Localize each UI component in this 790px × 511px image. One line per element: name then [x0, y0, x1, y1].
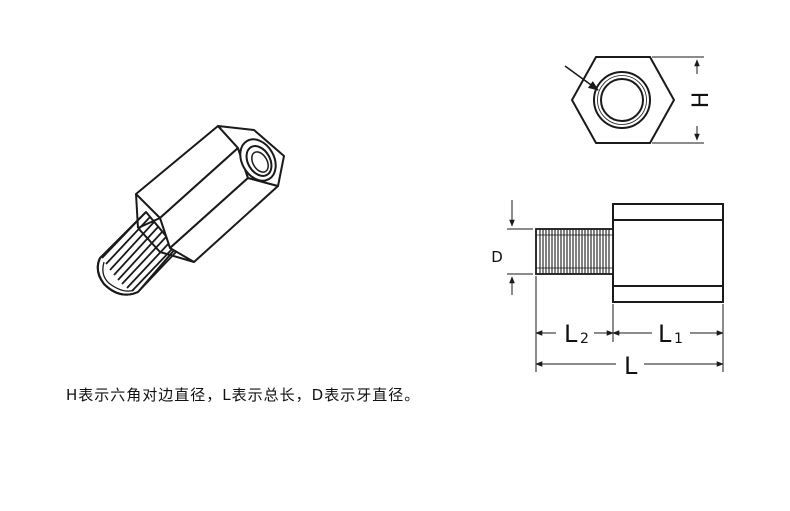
hex-thread-leader	[564, 65, 599, 91]
hex-hole-inner	[600, 78, 644, 122]
side-hex-body	[612, 203, 724, 303]
l1-label: L 1	[658, 320, 683, 348]
d-dimension	[507, 200, 533, 295]
hex-outline	[570, 56, 676, 144]
isometric-standoff-view	[96, 125, 285, 296]
h-dimension	[652, 56, 704, 144]
l1-label-main: L	[658, 320, 672, 348]
l2-label-main: L	[564, 320, 578, 348]
caption-text: H表示六角对边直径，L表示总长，D表示牙直径。	[66, 386, 421, 404]
hex-hole-outer	[593, 71, 651, 129]
l2-label-sub: 2	[580, 331, 589, 347]
l1-label-sub: 1	[674, 331, 683, 347]
d-label: D	[491, 248, 503, 266]
isometric-hex-body	[135, 125, 285, 263]
l-label: L	[624, 352, 638, 380]
side-view	[535, 203, 724, 303]
side-thread	[535, 228, 614, 275]
h-label: H	[689, 92, 714, 109]
hex-end-view	[564, 56, 704, 144]
length-dimensions	[535, 276, 724, 372]
isometric-thread	[96, 211, 177, 296]
l2-label: L 2	[564, 320, 589, 348]
isometric-hole	[239, 138, 277, 182]
